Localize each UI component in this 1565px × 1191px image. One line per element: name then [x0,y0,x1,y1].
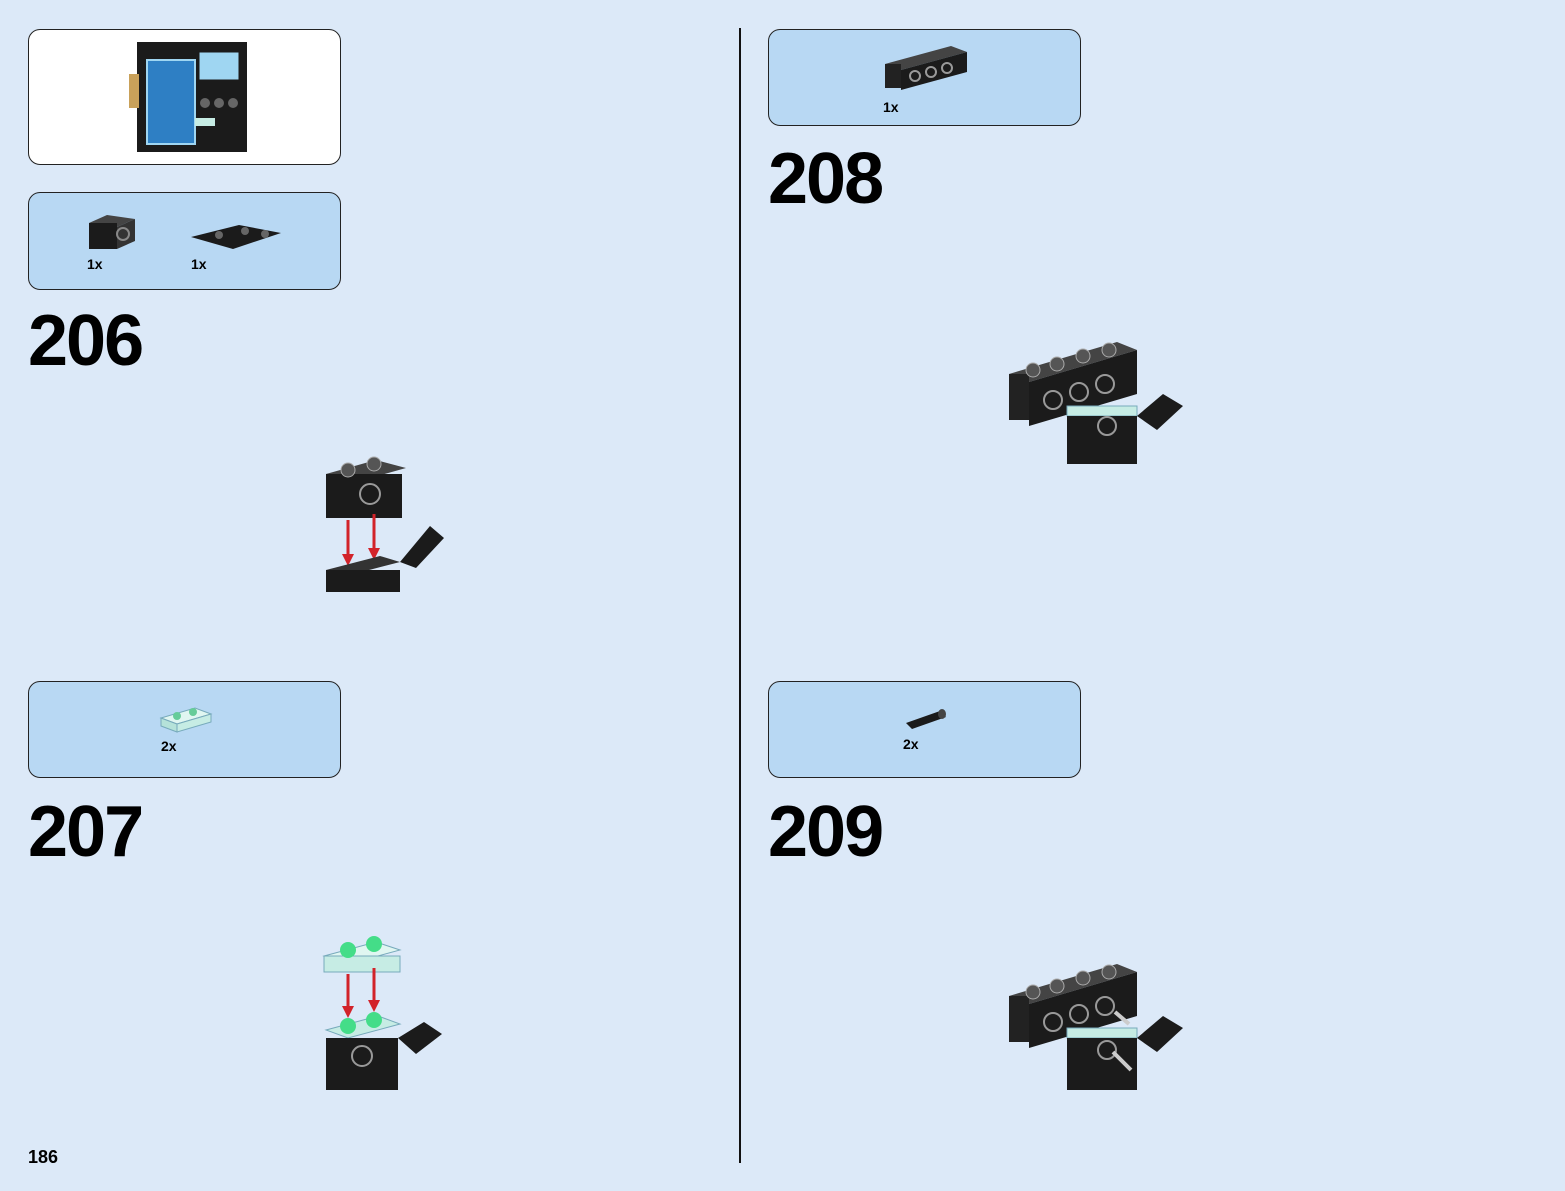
step-207-build-image [322,936,442,1090]
plate-angled-icon [191,225,281,249]
parts-list-206: 1x 1x [28,192,341,290]
parts-list-209: 2x [768,681,1081,778]
step-number: 206 [28,301,144,381]
subassembly-model-image [129,42,247,152]
step-number: 207 [28,792,144,872]
part-quantity: 2x [903,736,919,752]
part-quantity: 1x [191,256,207,272]
page-number: 186 [28,1147,59,1167]
step-number: 209 [768,792,884,872]
part-quantity: 1x [87,256,103,272]
part-quantity: 2x [161,738,177,754]
brick-1x4-technic-icon [885,46,967,90]
part-quantity: 1x [883,99,899,115]
brick-1x2-technic-icon [89,215,135,249]
step-206-build-image [326,456,444,592]
step-209-build-image [1009,964,1183,1090]
parts-list-207: 2x [28,681,341,778]
parts-list-208: 1x [768,29,1081,126]
plate-1x2-trans-clear-icon [159,707,213,733]
subassembly-callout [28,29,341,165]
technic-pin-icon [906,709,946,729]
page-divider [739,28,741,1163]
step-208-build-image [1009,342,1183,464]
step-number: 208 [768,139,884,219]
